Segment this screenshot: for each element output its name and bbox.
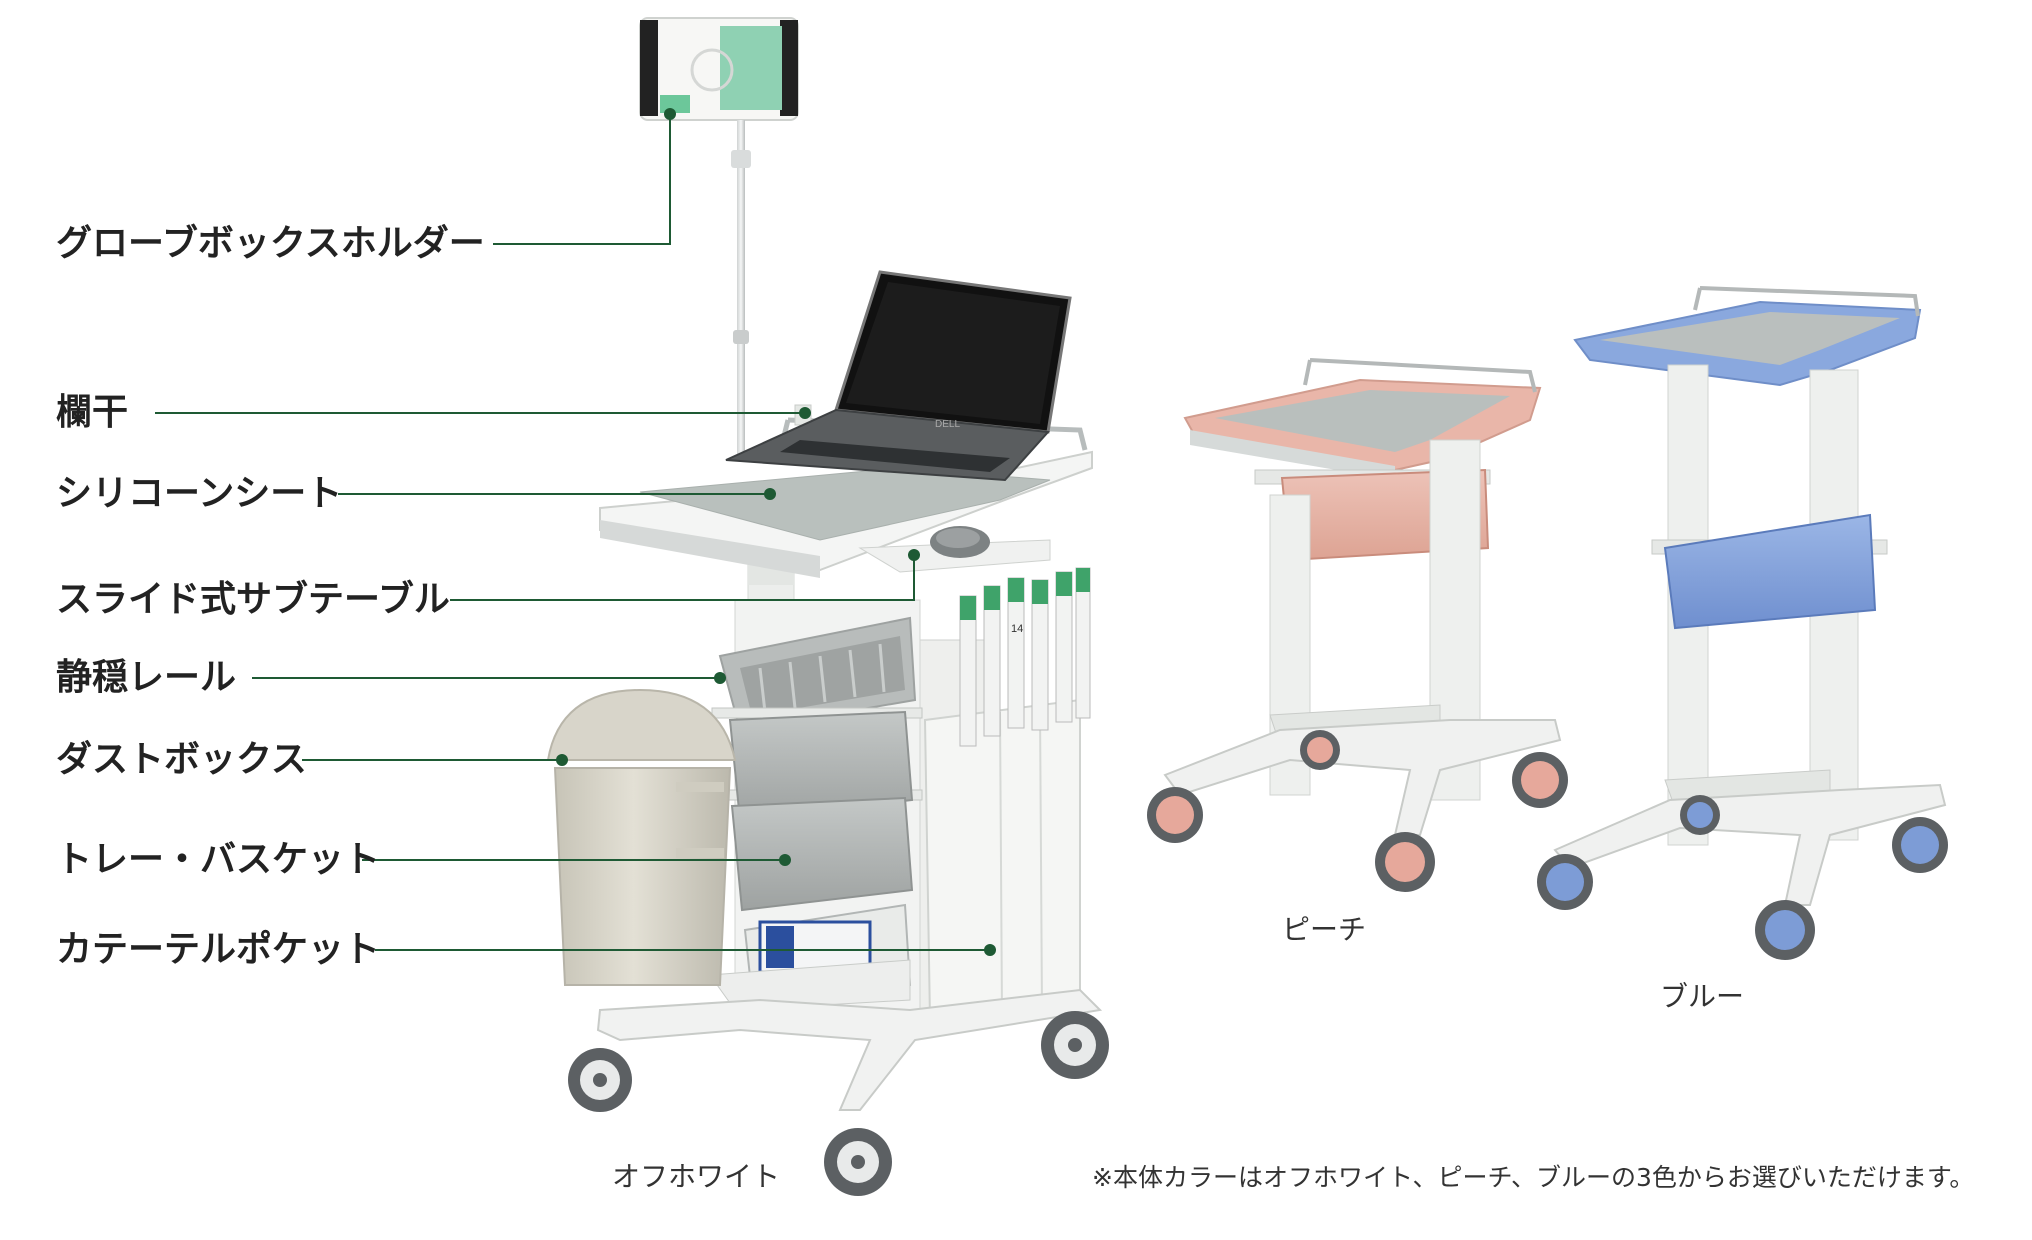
label-glove-box-holder: グローブボックスホルダー xyxy=(56,223,485,264)
caster xyxy=(1300,730,1340,770)
dot-glove-box-holder xyxy=(664,108,676,120)
caption-blue: ブルー xyxy=(1660,980,1745,1013)
blue-cart xyxy=(1537,286,1948,960)
tray-upper xyxy=(728,710,914,822)
caster xyxy=(1147,787,1203,843)
label-tray-basket: トレー・バスケット xyxy=(56,839,381,880)
laptop-brand: DELL xyxy=(935,419,960,430)
glove-box-holder xyxy=(639,17,799,121)
leader-lines xyxy=(155,114,990,951)
bottom-basket xyxy=(709,903,912,1011)
label-handrail: 欄干 xyxy=(56,392,129,433)
off-white-base xyxy=(568,988,1109,1196)
laptop: DELL xyxy=(725,270,1072,482)
off-white-cart: DELL xyxy=(546,17,1109,1196)
leader-slide-sub-table xyxy=(450,555,915,601)
dust-box xyxy=(546,688,737,986)
leader-glove-box-holder xyxy=(493,114,671,245)
basket xyxy=(718,616,917,732)
slide-sub-table xyxy=(858,526,1051,573)
dot-silicone-sheet xyxy=(764,488,776,500)
tray-lower xyxy=(730,796,914,912)
dot-dust-box xyxy=(556,754,568,766)
dot-handrail xyxy=(799,407,811,419)
caster xyxy=(568,1048,632,1112)
label-slide-sub-table: スライド式サブテーブル xyxy=(56,579,450,620)
label-quiet-rail: 静穏レール xyxy=(56,657,237,698)
caption-off-white: オフホワイト xyxy=(612,1160,781,1193)
caster xyxy=(1041,1011,1109,1079)
peach-cart xyxy=(1147,358,1568,892)
top-table xyxy=(599,404,1093,578)
color-note: ※本体カラーはオフホワイト、ピーチ、ブルーの3色からお選びいただけます。 xyxy=(1092,1163,1975,1192)
dot-catheter-pocket xyxy=(984,944,996,956)
caster xyxy=(1680,795,1720,835)
caster xyxy=(824,1128,892,1196)
leader-dots xyxy=(556,108,996,956)
dot-slide-sub-table xyxy=(908,549,920,561)
caster xyxy=(1755,900,1815,960)
label-dust-box: ダストボックス xyxy=(56,739,307,780)
caster xyxy=(1892,817,1948,873)
dot-tray-basket xyxy=(779,854,791,866)
label-catheter-pocket: カテーテルポケット xyxy=(56,929,381,970)
catheter-tag: 14 xyxy=(1011,623,1023,635)
caster xyxy=(1375,832,1435,892)
caption-peach: ピーチ xyxy=(1282,913,1367,946)
caster xyxy=(1537,854,1593,910)
dot-quiet-rail xyxy=(714,672,726,684)
label-silicone-sheet: シリコーンシート xyxy=(56,473,343,514)
catheter-pocket: 14 xyxy=(919,567,1091,1022)
caster xyxy=(1512,752,1568,808)
